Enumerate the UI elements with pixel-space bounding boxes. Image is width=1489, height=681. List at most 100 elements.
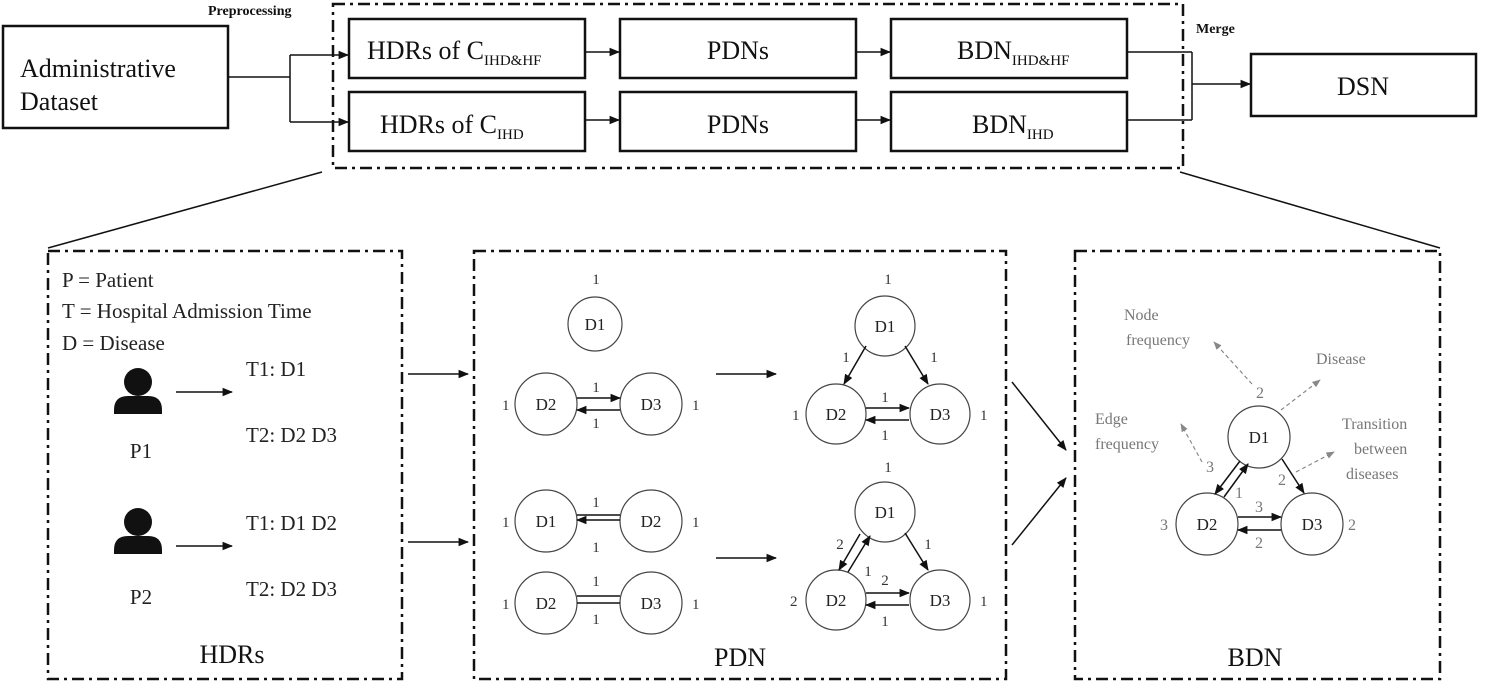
patient-p1-label: P1 — [130, 439, 152, 463]
edge-weight: 1 — [592, 380, 600, 396]
edge-d2-d1 — [1223, 463, 1249, 498]
node-d2 — [1175, 492, 1239, 556]
bdn-panel-title: BDN — [1228, 643, 1283, 672]
edge-weight: 3 — [1206, 459, 1214, 476]
edge-weight: 2 — [1255, 535, 1263, 552]
edge-d1-d2 — [838, 533, 861, 571]
bdn-ihd-label: BDNIHD — [972, 110, 1054, 143]
node-weight: 1 — [792, 408, 800, 424]
preprocessing-label: Preprocessing — [208, 4, 291, 19]
node-label: D2 — [1197, 515, 1218, 534]
edge-weight: 1 — [881, 428, 889, 444]
hdr-panel-title: HDRs — [199, 640, 264, 669]
node-d1 — [854, 481, 916, 543]
node-d1 — [1227, 405, 1291, 469]
bdn-ihd-box — [889, 90, 1129, 153]
legend-patient: P = Patient — [62, 268, 154, 292]
administrative-dataset-box — [1, 24, 230, 130]
node-weight: 1 — [592, 272, 600, 288]
annotation-disease: Disease — [1316, 351, 1366, 368]
legend-time: T = Hospital Admission Time — [62, 299, 312, 323]
node-weight: 3 — [1160, 517, 1168, 534]
node-weight: 1 — [980, 594, 988, 610]
node-d3 — [1280, 492, 1344, 556]
node-d2 — [619, 489, 683, 553]
edge-weight: 1 — [592, 574, 600, 590]
edge-d1-d3 — [904, 532, 929, 571]
node-d3 — [619, 372, 683, 436]
edge-weight: 1 — [592, 416, 600, 432]
edge-d1-d3 — [904, 345, 929, 385]
node-label: D3 — [930, 591, 951, 610]
node-d3 — [909, 383, 971, 445]
node-weight: 1 — [502, 398, 510, 414]
node-label: D3 — [641, 594, 662, 613]
node-weight: 1 — [980, 408, 988, 424]
node-weight: 2 — [790, 594, 798, 610]
edge-weight: 1 — [842, 350, 850, 366]
edge-weight: 1 — [592, 540, 600, 556]
dsn-box — [1249, 52, 1478, 118]
node-label: D1 — [536, 512, 557, 531]
bdn-ihd-hf-box — [889, 17, 1129, 80]
arrow-pdn-bdn-1 — [1011, 381, 1067, 451]
edge-weight: 1 — [1235, 485, 1243, 502]
node-d1 — [854, 295, 916, 357]
patient-p2-label: P2 — [130, 585, 152, 609]
p1-record-t2: T2: D2 D3 — [246, 423, 337, 447]
node-d2 — [514, 372, 578, 436]
node-label: D2 — [826, 591, 847, 610]
admin-line1: Administrative — [20, 54, 176, 83]
annotation-node-frequency: Node — [1124, 307, 1159, 324]
edge-d1-d3 — [1281, 458, 1305, 494]
node-label: D2 — [536, 594, 557, 613]
hdr-ihd-hf-box — [347, 17, 587, 80]
node-d3 — [909, 569, 971, 631]
annotation-arrow — [1180, 423, 1203, 463]
edge-weight: 1 — [592, 612, 600, 628]
node-d1 — [567, 296, 623, 352]
expand-line-left — [47, 171, 323, 249]
edge-weight: 1 — [881, 390, 889, 406]
node-d2 — [805, 383, 867, 445]
annotation-transition: Transition — [1342, 416, 1407, 433]
node-label: D2 — [536, 395, 557, 414]
person-icon — [114, 368, 162, 414]
hdr-ihd-box — [347, 90, 587, 153]
pdns-top-box — [618, 17, 858, 80]
p1-record-t1: T1: D1 — [246, 357, 306, 381]
edge-weight: 2 — [881, 573, 889, 589]
edge-weight: 3 — [1255, 499, 1263, 516]
node-label: D1 — [1249, 428, 1270, 447]
p2-record-t2: T2: D2 D3 — [246, 577, 337, 601]
dsn-label: DSN — [1337, 72, 1389, 101]
node-label: D2 — [826, 405, 847, 424]
annotation-edge-frequency: frequency — [1095, 436, 1159, 453]
node-label: D1 — [585, 315, 606, 334]
node-weight: 1 — [502, 597, 510, 613]
node-label: D1 — [875, 317, 896, 336]
legend-disease: D = Disease — [62, 331, 165, 355]
edge-weight: 1 — [864, 564, 872, 580]
p2-record-t1: T1: D1 D2 — [246, 511, 337, 535]
pdns-bottom-label: PDNs — [707, 110, 769, 139]
annotation-arrow — [1213, 341, 1253, 385]
edge-weight: 1 — [592, 495, 600, 511]
edge-weight: 1 — [881, 614, 889, 630]
expand-line-right — [1179, 171, 1441, 249]
node-weight: 1 — [692, 597, 700, 613]
annotation-edge-frequency: Edge — [1095, 411, 1128, 428]
node-d2 — [805, 569, 867, 631]
edge-weight: 1 — [930, 350, 938, 366]
edge-weight: 2 — [1278, 472, 1286, 489]
node-label: D2 — [641, 512, 662, 531]
edge-weight: 1 — [924, 537, 932, 553]
node-label: D3 — [1302, 515, 1323, 534]
annotation-arrow — [1295, 451, 1335, 473]
merge-label: Merge — [1196, 22, 1235, 37]
hdr-ihd-hf-label: HDRs of CIHD&HF — [367, 36, 542, 69]
pdns-top-label: PDNs — [707, 36, 769, 65]
node-weight: 1 — [692, 515, 700, 531]
node-weight: 1 — [884, 272, 892, 288]
